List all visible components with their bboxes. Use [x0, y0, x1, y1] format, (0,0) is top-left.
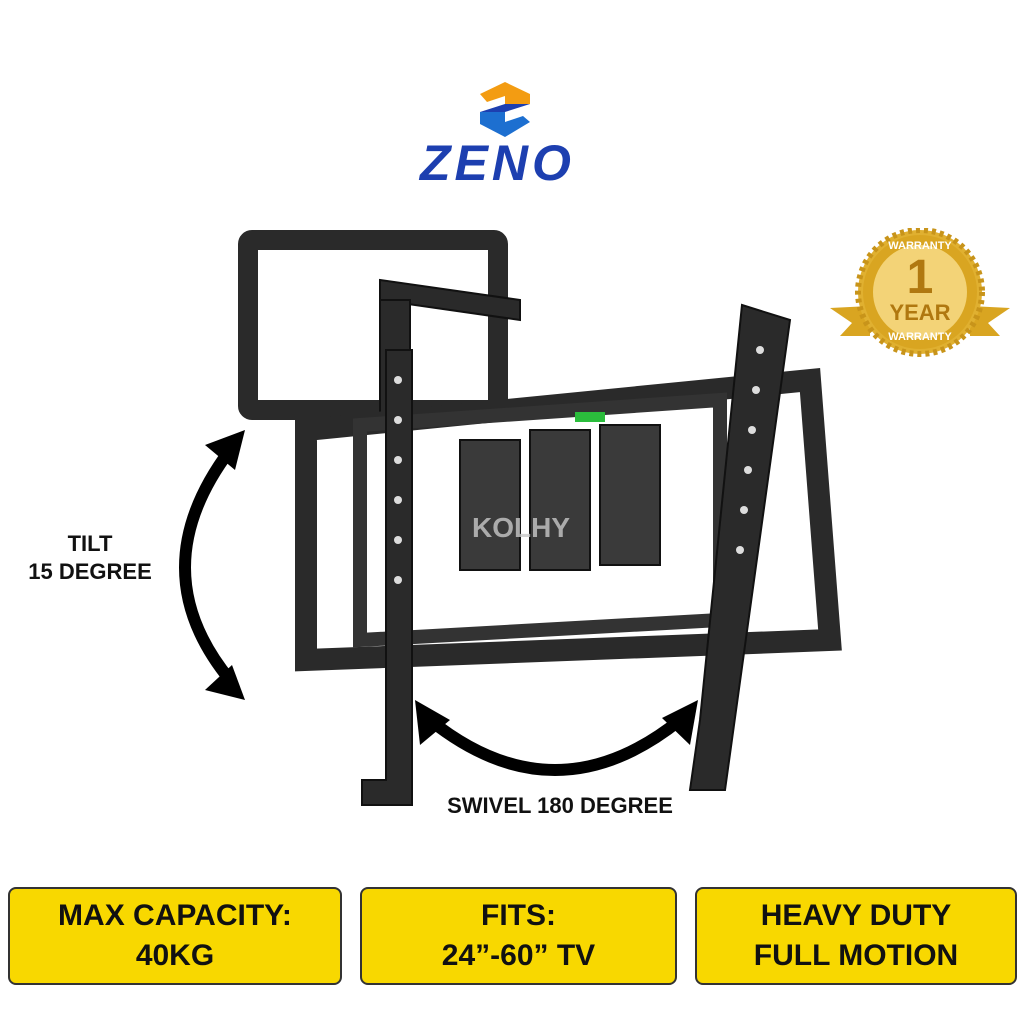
feature-box-motion: HEAVY DUTY FULL MOTION	[695, 887, 1017, 985]
badge-unit: YEAR	[889, 300, 951, 325]
brand-logo	[400, 70, 620, 190]
watermark-text: KOLHY	[472, 512, 570, 543]
badge-top-text: WARRANTY	[888, 240, 952, 252]
badge-number: 1	[906, 251, 934, 304]
tilt-label-line2: 15 DEGREE	[28, 559, 152, 584]
tilt-label-line1: TILT	[67, 531, 113, 556]
warranty-badge: WARRANTY 1 YEAR WARRANTY	[830, 228, 1010, 358]
feature-line1: FITS:	[481, 899, 556, 932]
feature-line2: FULL MOTION	[753, 939, 959, 972]
swivel-label: SWIVEL 180 DEGREE	[447, 793, 673, 818]
tilt-label: TILT 15 DEGREE	[10, 530, 170, 586]
feature-line1: HEAVY DUTY	[760, 899, 952, 932]
seal-icon	[830, 228, 1010, 357]
feature-box-fits: FITS: 24”-60” TV	[360, 887, 677, 985]
feature-line2: 24”-60” TV	[441, 939, 596, 972]
feature-line1: MAX CAPACITY:	[58, 899, 292, 932]
badge-bottom-text: WARRANTY	[888, 331, 952, 343]
swivel-arrow-icon	[426, 715, 684, 776]
tilt-arrow-icon	[179, 446, 235, 684]
logo-mark-icon	[480, 82, 530, 137]
tv-mount-bracket-image	[179, 230, 842, 806]
brand-name: ZENO	[420, 135, 575, 191]
feature-box-capacity: MAX CAPACITY: 40KG	[8, 887, 342, 985]
feature-line2: 40KG	[135, 939, 215, 972]
